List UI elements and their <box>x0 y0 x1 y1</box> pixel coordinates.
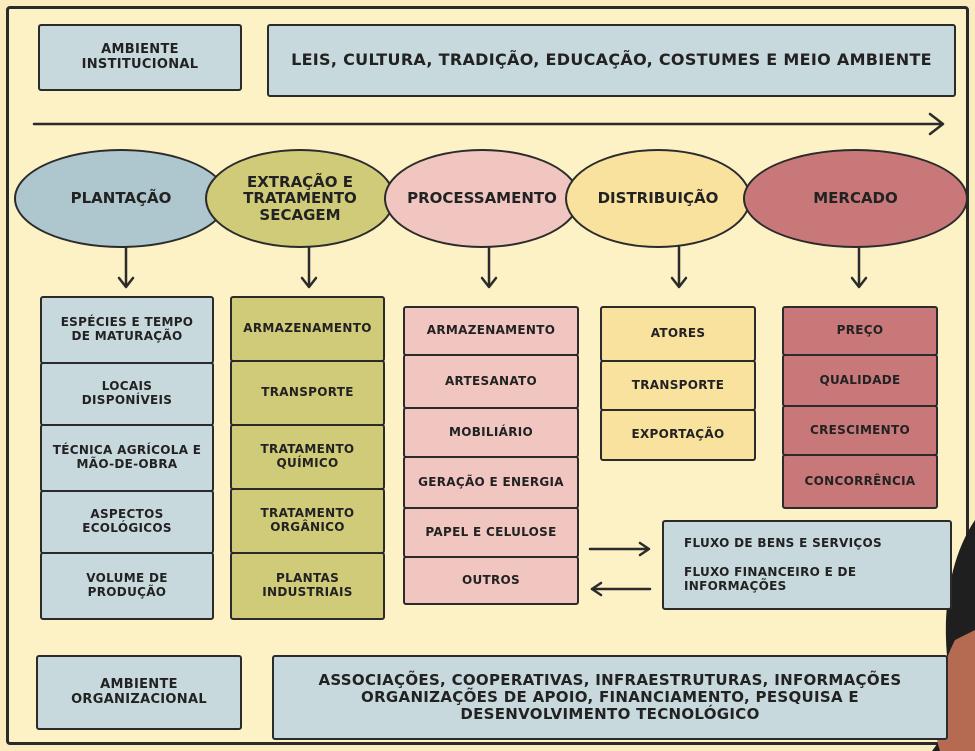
processamento-item-label: MOBILIÁRIO <box>448 424 534 439</box>
extracao-item-label: PLANTAS INDUSTRIAIS <box>262 571 353 599</box>
stage-distribuicao-label: DISTRIBUIÇÃO <box>597 189 719 208</box>
stage-extracao-label: EXTRAÇÃO E TRATAMENTO SECAGEM <box>243 172 357 224</box>
plantacao-item: ASPECTOS ECOLÓGICOS <box>40 490 214 554</box>
legend-goods: FLUXO DE BENS E SERVIÇOS <box>684 536 882 550</box>
mercado-item: PREÇO <box>782 306 938 356</box>
distribuicao-item: TRANSPORTE <box>600 360 756 411</box>
processamento-item-label: ARMAZENAMENTO <box>426 323 556 338</box>
organizational-label-box: AMBIENTE ORGANIZACIONAL <box>36 655 242 730</box>
mercado-item: CRESCIMENTO <box>782 405 938 456</box>
extracao-item-label: ARMAZENAMENTO <box>243 321 372 336</box>
processamento-item: ARTESANATO <box>403 354 579 409</box>
stage-mercado: MERCADO <box>743 149 968 248</box>
plantacao-item-label: ASPECTOS ECOLÓGICOS <box>82 507 172 535</box>
mercado-item: CONCORRÊNCIA <box>782 454 938 509</box>
distribuicao-item-label: EXPORTAÇÃO <box>631 427 725 442</box>
organizational-content-box: ASSOCIAÇÕES, COOPERATIVAS, INFRAESTRUTUR… <box>272 655 948 740</box>
organizational-label: AMBIENTE ORGANIZACIONAL <box>71 676 207 707</box>
stage-processamento-label: PROCESSAMENTO <box>407 189 557 208</box>
institutional-content: LEIS, CULTURA, TRADIÇÃO, EDUCAÇÃO, COSTU… <box>291 50 932 70</box>
processamento-item-label: GERAÇÃO E ENERGIA <box>418 474 564 489</box>
plantacao-item-label: ESPÉCIES E TEMPO DE MATURAÇÃO <box>60 315 194 343</box>
distribuicao-item: ATORES <box>600 306 756 362</box>
processamento-item: PAPEL E CELULOSE <box>403 507 579 558</box>
plantacao-item-label: LOCAIS DISPONÍVEIS <box>81 379 173 407</box>
mercado-item-label: CRESCIMENTO <box>809 422 911 437</box>
stage-mercado-label: MERCADO <box>813 189 898 208</box>
processamento-item: GERAÇÃO E ENERGIA <box>403 456 579 509</box>
mercado-item-label: QUALIDADE <box>819 372 901 387</box>
stage-plantacao-label: PLANTAÇÃO <box>70 189 172 208</box>
mercado-item-label: CONCORRÊNCIA <box>804 473 916 488</box>
stage-distribuicao: DISTRIBUIÇÃO <box>565 149 751 248</box>
flow-legend: FLUXO DE BENS E SERVIÇOS FLUXO FINANCEIR… <box>662 520 952 610</box>
stage-plantacao: PLANTAÇÃO <box>14 149 228 248</box>
institutional-label-box: AMBIENTE INSTITUCIONAL <box>38 24 242 91</box>
stage-processamento: PROCESSAMENTO <box>384 149 580 248</box>
processamento-item-label: OUTROS <box>461 572 520 587</box>
extracao-item: PLANTAS INDUSTRIAIS <box>230 552 385 620</box>
plantacao-item: TÉCNICA AGRÍCOLA E MÃO-DE-OBRA <box>40 424 214 492</box>
plantacao-item-label: TÉCNICA AGRÍCOLA E MÃO-DE-OBRA <box>52 443 202 471</box>
legend-financial: FLUXO FINANCEIRO E DE INFORMAÇÕES <box>684 565 857 593</box>
processamento-item: MOBILIÁRIO <box>403 407 579 458</box>
extracao-item: TRATAMENTO QUÍMICO <box>230 424 385 490</box>
extracao-item: TRANSPORTE <box>230 360 385 426</box>
plantacao-item: LOCAIS DISPONÍVEIS <box>40 362 214 426</box>
extracao-item: TRATAMENTO ORGÂNICO <box>230 488 385 554</box>
extracao-item-label: TRATAMENTO QUÍMICO <box>260 442 355 470</box>
plantacao-item: VOLUME DE PRODUÇÃO <box>40 552 214 620</box>
extracao-item-label: TRANSPORTE <box>261 385 354 400</box>
distribuicao-item-label: TRANSPORTE <box>631 377 725 392</box>
plantacao-item: ESPÉCIES E TEMPO DE MATURAÇÃO <box>40 296 214 364</box>
plantacao-item-label: VOLUME DE PRODUÇÃO <box>86 571 168 599</box>
mercado-item-label: PREÇO <box>836 323 884 338</box>
mercado-item: QUALIDADE <box>782 354 938 407</box>
extracao-item: ARMAZENAMENTO <box>230 296 385 362</box>
institutional-content-box: LEIS, CULTURA, TRADIÇÃO, EDUCAÇÃO, COSTU… <box>267 24 956 97</box>
processamento-item-label: ARTESANATO <box>444 373 538 388</box>
processamento-item-label: PAPEL E CELULOSE <box>425 524 557 539</box>
institutional-label: AMBIENTE INSTITUCIONAL <box>81 41 199 72</box>
processamento-item: OUTROS <box>403 556 579 605</box>
processamento-item: ARMAZENAMENTO <box>403 306 579 356</box>
extracao-item-label: TRATAMENTO ORGÂNICO <box>260 506 355 534</box>
distribuicao-item-label: ATORES <box>650 326 706 341</box>
stage-extracao: EXTRAÇÃO E TRATAMENTO SECAGEM <box>205 149 395 248</box>
organizational-content: ASSOCIAÇÕES, COOPERATIVAS, INFRAESTRUTUR… <box>318 670 902 724</box>
value-chain-arrowhead <box>928 112 945 136</box>
distribuicao-item: EXPORTAÇÃO <box>600 409 756 461</box>
